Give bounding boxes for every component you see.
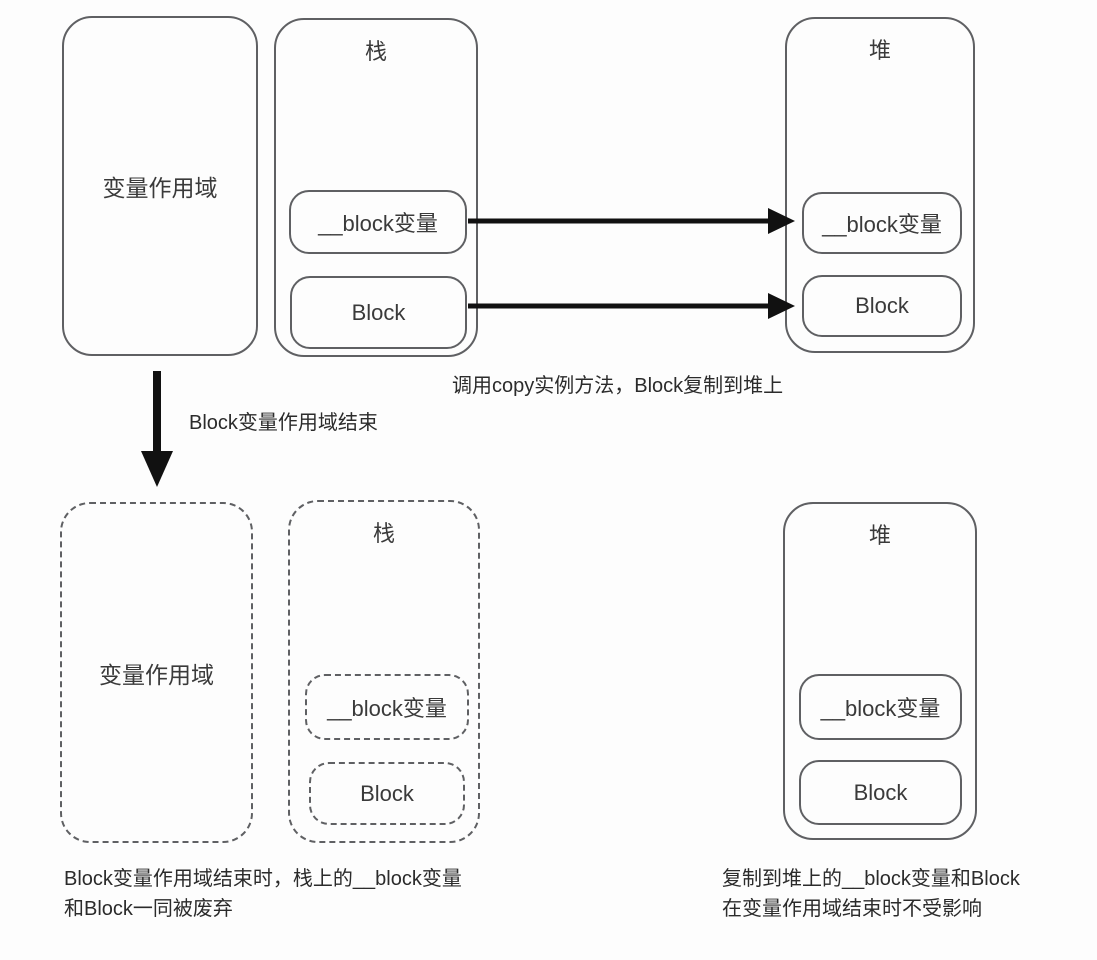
top-stack-blockvar-box: __block变量 bbox=[289, 190, 467, 254]
copy-blockvar-arrow-right-icon bbox=[468, 208, 795, 234]
heap-unaffected-caption: 复制到堆上的__block变量和Block 在变量作用域结束时不受影响 bbox=[722, 864, 1020, 924]
top-stack-box: 栈 __block变量 Block bbox=[274, 18, 478, 357]
bottom-stack-blockvar-label: __block变量 bbox=[327, 696, 447, 721]
bottom-stack-title: 栈 bbox=[372, 521, 395, 546]
stack-discard-caption-line2: 和Block一同被废弃 bbox=[64, 898, 233, 920]
top-heap-box: 堆 __block变量 Block bbox=[785, 17, 975, 353]
stack-discard-caption: Block变量作用域结束时，栈上的__block变量 和Block一同被废弃 bbox=[64, 864, 462, 924]
scope-end-arrow-down-icon bbox=[141, 371, 173, 487]
top-heap-block-label: Block bbox=[855, 293, 909, 318]
top-heap-blockvar-label: __block变量 bbox=[822, 212, 942, 237]
bottom-stack-block-box: Block bbox=[309, 762, 465, 825]
copy-block-arrow-right-icon bbox=[468, 293, 795, 319]
bottom-stack-box: 栈 __block变量 Block bbox=[288, 500, 480, 843]
top-stack-title: 栈 bbox=[364, 39, 387, 64]
top-scope-box: 变量作用域 bbox=[62, 16, 258, 356]
top-heap-blockvar-box: __block变量 bbox=[802, 192, 962, 254]
bottom-heap-block-label: Block bbox=[853, 779, 908, 805]
bottom-stack-blockvar-box: __block变量 bbox=[305, 674, 469, 740]
heap-unaffected-caption-line2: 在变量作用域结束时不受影响 bbox=[722, 898, 982, 920]
bottom-scope-label: 变量作用域 bbox=[99, 661, 214, 688]
bottom-heap-blockvar-label: __block变量 bbox=[820, 696, 941, 721]
top-heap-title: 堆 bbox=[868, 38, 891, 63]
top-stack-blockvar-label: __block变量 bbox=[318, 211, 438, 236]
bottom-stack-block-label: Block bbox=[360, 780, 414, 806]
bottom-heap-title: 堆 bbox=[868, 523, 891, 548]
bottom-heap-blockvar-box: __block变量 bbox=[799, 674, 962, 740]
bottom-heap-box: 堆 __block变量 Block bbox=[783, 502, 977, 840]
copy-caption: 调用copy实例方法，Block复制到堆上 bbox=[452, 375, 784, 397]
scope-end-label: Block变量作用域结束 bbox=[189, 412, 378, 434]
top-stack-block-label: Block bbox=[351, 299, 406, 325]
bottom-heap-block-box: Block bbox=[799, 760, 962, 825]
top-stack-block-box: Block bbox=[290, 276, 467, 349]
bottom-scope-box: 变量作用域 bbox=[60, 502, 253, 843]
top-heap-block-box: Block bbox=[802, 275, 962, 337]
top-scope-label: 变量作用域 bbox=[102, 175, 218, 201]
heap-unaffected-caption-line1: 复制到堆上的__block变量和Block bbox=[722, 868, 1020, 890]
stack-discard-caption-line1: Block变量作用域结束时，栈上的__block变量 bbox=[64, 868, 462, 890]
